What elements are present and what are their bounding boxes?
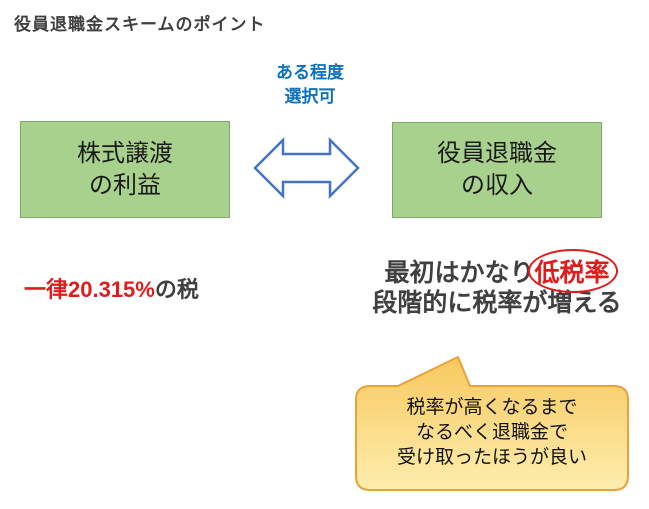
note-progressive-tax: 最初はかなり低税率 段階的に税率が増える bbox=[345, 249, 649, 318]
callout-bubble bbox=[355, 356, 629, 491]
exchange-label-line2: 選択可 bbox=[284, 87, 336, 106]
note-progressive-prefix: 最初はかなり bbox=[384, 259, 535, 287]
callout-line2: なるべく退職金で bbox=[415, 422, 568, 443]
note-progressive-line2: 段階的に税率が増える bbox=[372, 289, 622, 317]
note-flat-tax-suffix: の税 bbox=[154, 277, 199, 302]
callout-advice: 税率が高くなるまで なるべく退職金で 受け取ったほうが良い bbox=[356, 395, 628, 470]
box-executive-retirement-income: 役員退職金 の収入 bbox=[392, 122, 602, 218]
low-tax-rate-text: 低税率 bbox=[534, 259, 610, 287]
box-right-line1: 役員退職金 bbox=[437, 140, 557, 167]
note-flat-tax: 一律20.315%の税 bbox=[24, 272, 199, 304]
note-progressive-line1: 最初はかなり低税率 bbox=[345, 249, 649, 293]
box-left-line1: 株式譲渡 bbox=[77, 139, 173, 167]
box-left-line2: の利益 bbox=[89, 171, 161, 199]
box-right-line2: の収入 bbox=[461, 172, 533, 199]
low-tax-rate-highlight: 低税率 bbox=[527, 249, 618, 293]
callout-line3: 受け取ったほうが良い bbox=[396, 447, 587, 468]
box-stock-transfer-profit: 株式譲渡 の利益 bbox=[20, 121, 230, 218]
note-flat-tax-rate: 一律20.315% bbox=[24, 277, 155, 302]
exchange-label: ある程度 選択可 bbox=[240, 61, 380, 109]
exchange-label-line1: ある程度 bbox=[276, 63, 344, 82]
callout-line1: 税率が高くなるまで bbox=[406, 397, 578, 418]
page-title: 役員退職金スキームのポイント bbox=[14, 15, 266, 34]
double-arrow-icon bbox=[253, 136, 360, 200]
